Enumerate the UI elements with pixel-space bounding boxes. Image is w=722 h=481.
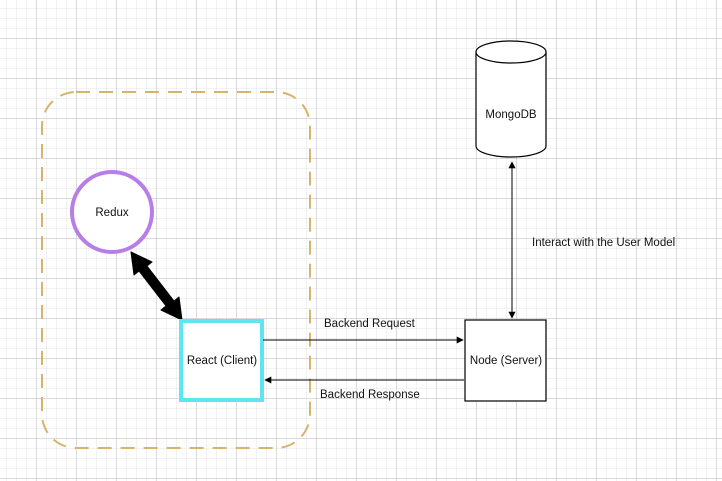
redux-label: Redux (95, 207, 128, 219)
node-server-node[interactable]: Node (Server) (464, 319, 547, 402)
redux-react-bidirectional-arrow[interactable] (130, 251, 183, 321)
node-server-label: Node (Server) (470, 355, 542, 367)
backend-request-label: Backend Request (324, 318, 416, 330)
react-client-label: React (Client) (187, 355, 257, 367)
client-group-boundary[interactable] (41, 91, 311, 449)
mongodb-node[interactable]: MongoDB (475, 40, 547, 158)
mongodb-label: MongoDB (485, 109, 536, 121)
react-client-node[interactable]: React (Client) (179, 319, 264, 402)
backend-response-label: Backend Response (320, 389, 420, 401)
redux-node[interactable]: Redux (70, 170, 154, 254)
user-model-label: Interact with the User Model (532, 237, 675, 249)
